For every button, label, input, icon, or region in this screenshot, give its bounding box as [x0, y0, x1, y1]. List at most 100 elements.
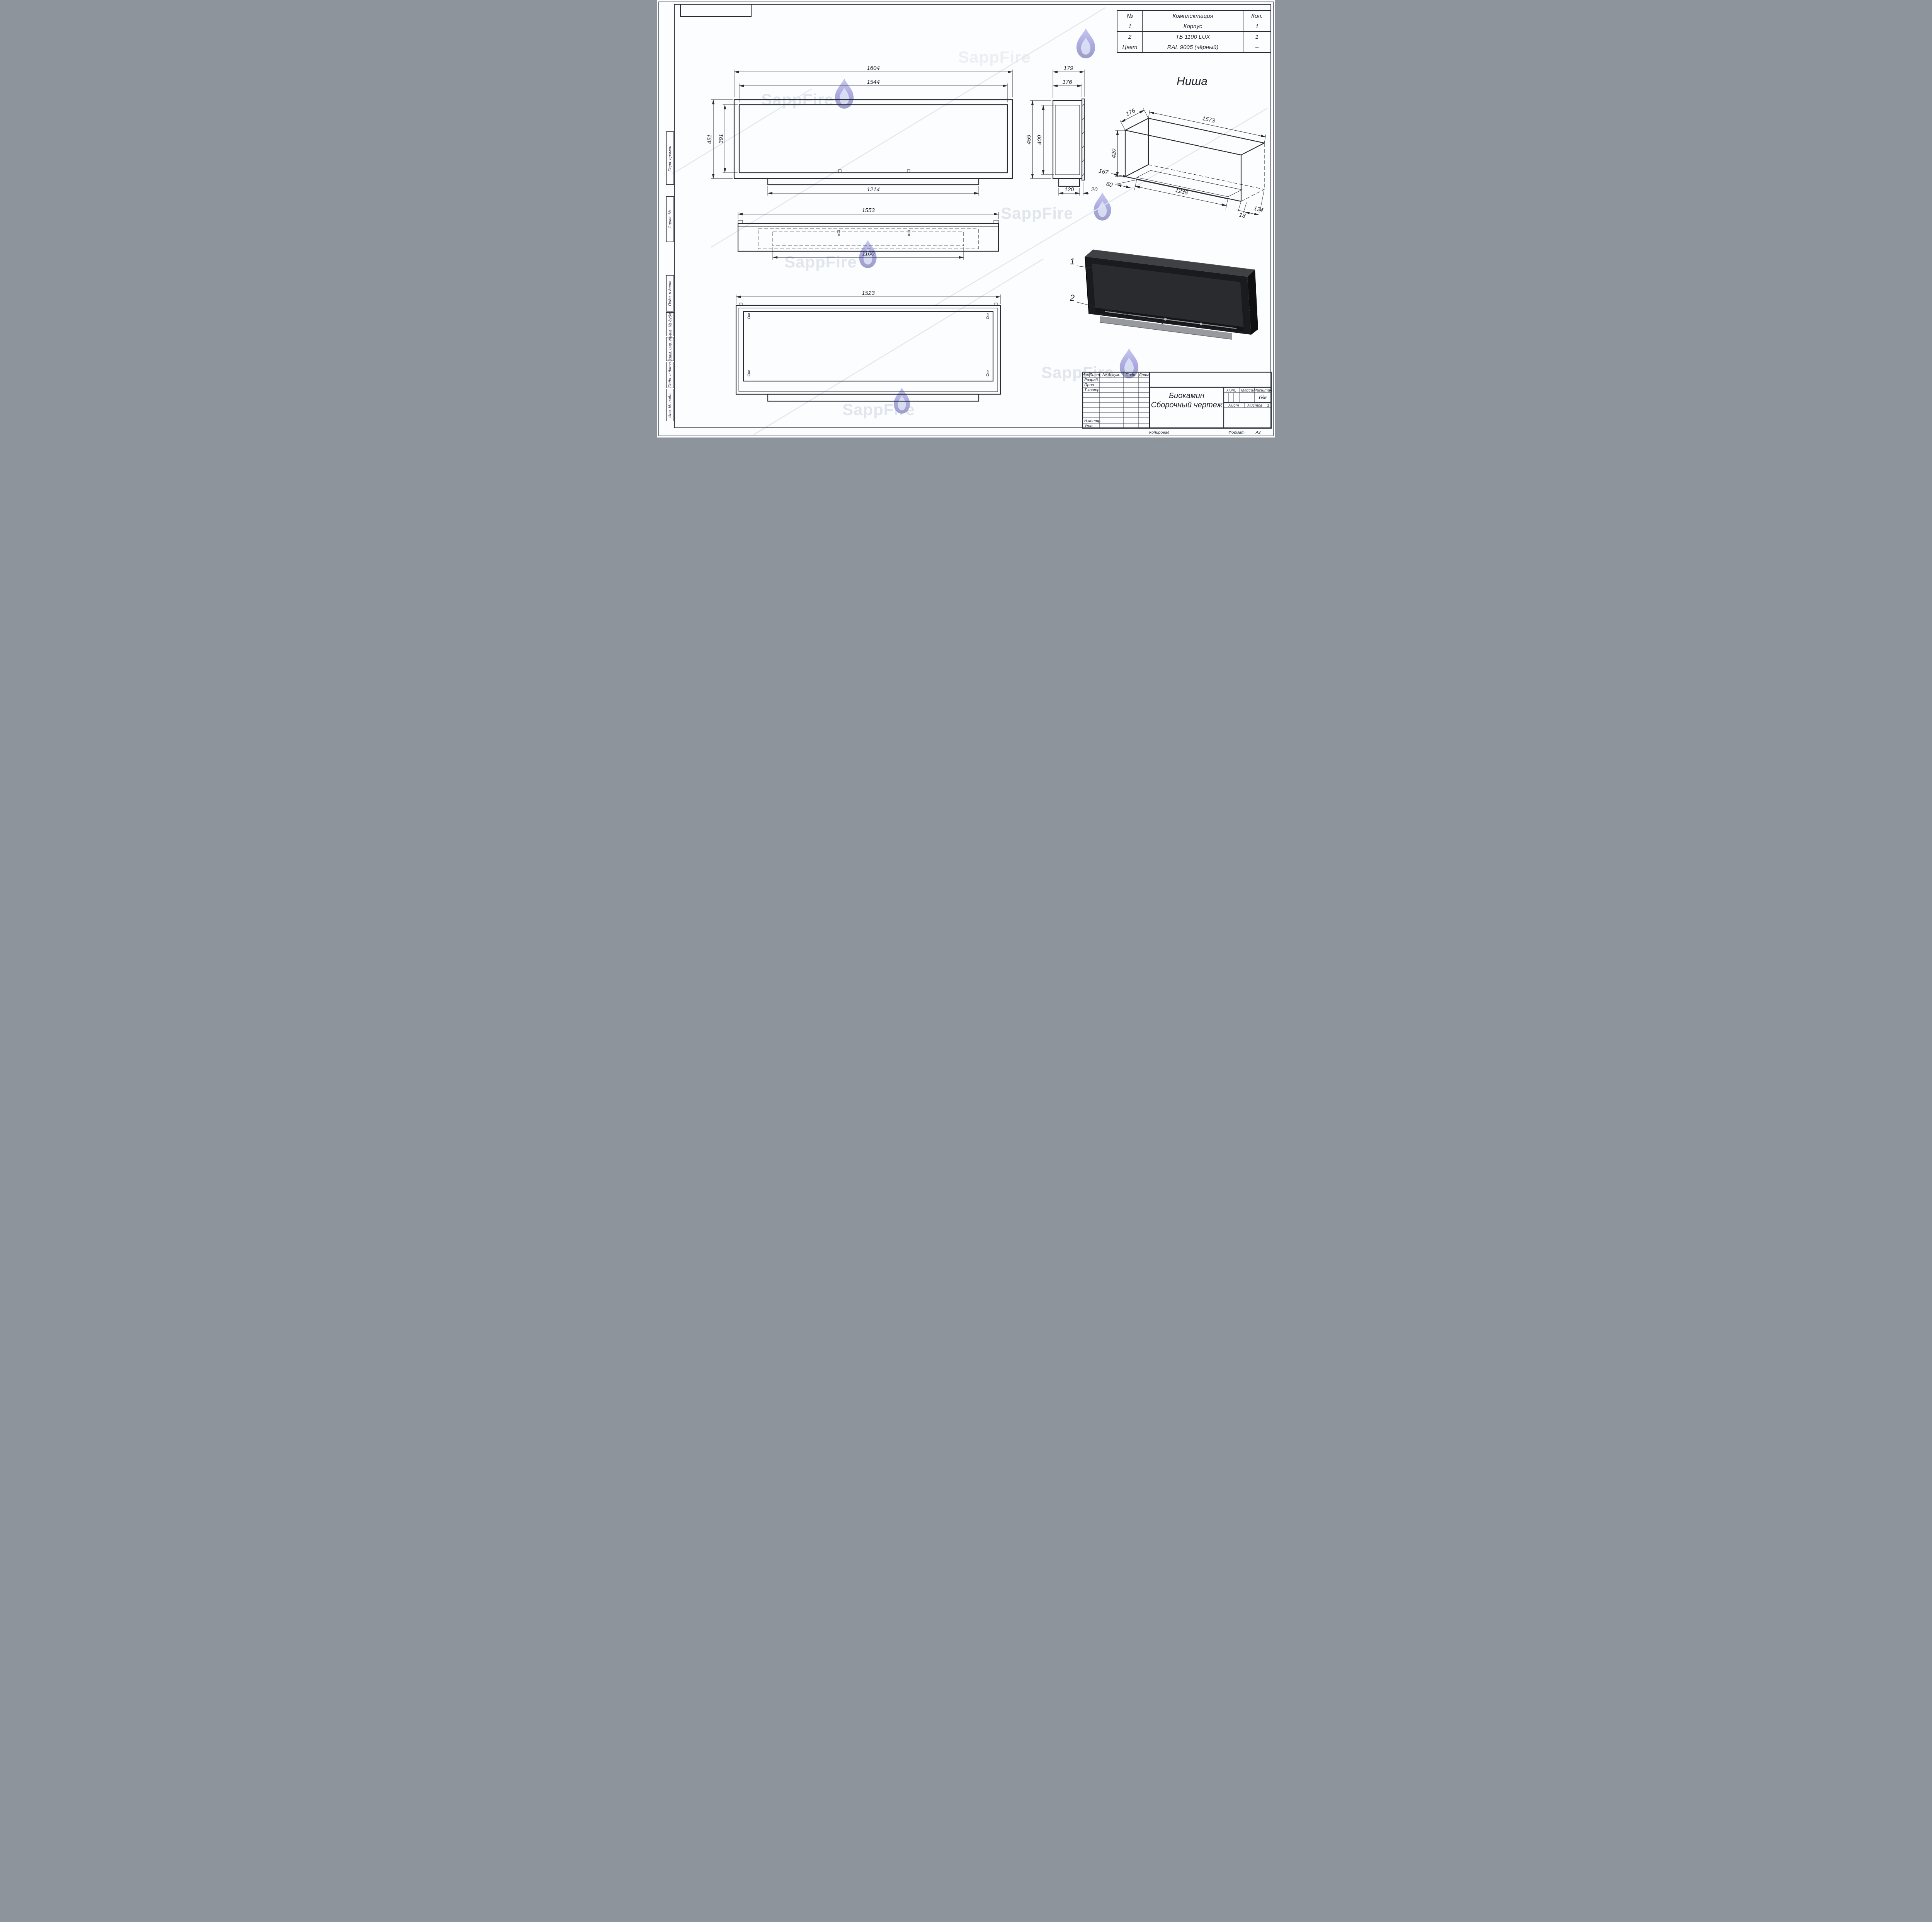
- drawing-canvas: SappFire SappFire SappFire SappFire Sapp…: [672, 7, 1273, 436]
- callout-2: 2: [1070, 293, 1075, 303]
- dim-front-height-inner: 391: [718, 134, 724, 143]
- view-side: 179 176 459 400 120 20: [1026, 65, 1098, 196]
- dim-niche-ledge: 167: [1098, 168, 1109, 176]
- margin-label: Подп. и дата: [668, 281, 673, 306]
- tb-row-prov: Пров.: [1084, 383, 1095, 387]
- parts-cell: 1: [1117, 21, 1143, 32]
- niche-tray: [1136, 170, 1243, 197]
- view-back: 1523: [735, 290, 1001, 402]
- margin-label: Инв. № подл.: [668, 392, 672, 418]
- parts-table: № Комплектация Кол. 1 Корпус 1 2 ТБ 1100…: [1117, 10, 1271, 53]
- side-base: [1058, 178, 1080, 187]
- dim-back-width: 1523: [862, 290, 875, 296]
- margin-label: Инв. № дубл.: [668, 312, 673, 337]
- view-front: 1604 1544 451 391 1214: [706, 65, 1013, 196]
- burner-cap: [1199, 322, 1202, 325]
- back-base: [767, 393, 980, 402]
- keyhole-slot: [747, 313, 989, 376]
- plan-outer-contour: [737, 223, 999, 252]
- dim-front-height-outer: 451: [706, 134, 713, 144]
- view-plan: 1553 1100: [737, 207, 999, 260]
- callout-1: 1: [1070, 257, 1075, 266]
- tb-row-razrab: Разраб.: [1084, 378, 1099, 382]
- tb-col-izm: Изм.: [1082, 373, 1090, 377]
- tb-mass-label: Масса: [1241, 388, 1253, 393]
- tb-sheets-label: Листов: [1247, 403, 1263, 408]
- flame-icon: [1076, 28, 1095, 58]
- render-3d: [1085, 249, 1258, 340]
- front-inner-contour: [738, 104, 1008, 174]
- dim-front-width-inner: 1544: [867, 79, 879, 85]
- watermark-text: SappFire: [784, 253, 857, 271]
- parts-cell: RAL 9005 (чёрный): [1142, 42, 1243, 53]
- tb-col-podp: Подп.: [1126, 373, 1136, 377]
- dim-plan-burner-width: 1100: [862, 250, 875, 257]
- tb-lit-label: Лит.: [1226, 388, 1236, 393]
- tb-scale-label: Масштаб: [1253, 388, 1272, 393]
- burner-cap: [1164, 318, 1167, 321]
- front-base: [767, 178, 980, 186]
- watermark-text: SappFire: [958, 48, 1031, 66]
- tb-kopiroval: Копировал: [1149, 430, 1169, 435]
- parts-cell: 1: [1243, 31, 1271, 42]
- niche-top-face: [1124, 117, 1266, 156]
- table-row: 2 ТБ 1100 LUX 1: [1117, 31, 1271, 42]
- margin-box-inv-dubl: Инв. № дубл.: [666, 312, 674, 337]
- tb-col-data: Дата: [1138, 373, 1150, 377]
- dim-side-base-offset: 20: [1091, 186, 1098, 193]
- dim-front-base-width: 1214: [867, 186, 879, 193]
- front-outer-contour: [733, 99, 1013, 179]
- tb-col-list: Лист: [1089, 373, 1100, 377]
- table-row: 1 Корпус 1: [1117, 21, 1271, 32]
- callouts: 1 2: [1070, 257, 1163, 324]
- margin-label: Подп. и дата: [668, 362, 673, 388]
- parts-cell: Цвет: [1117, 42, 1143, 53]
- parts-table-header-row: № Комплектация Кол.: [1117, 10, 1271, 21]
- back-inner-contour: [743, 311, 994, 382]
- parts-header-num: №: [1117, 10, 1143, 21]
- parts-cell: –: [1243, 42, 1271, 53]
- margin-box-inv-podl: Инв. № подл.: [666, 389, 674, 421]
- dim-plan-width: 1553: [862, 207, 875, 214]
- tb-sheets-value: 1: [1267, 403, 1269, 408]
- corner-designation-box: [680, 4, 752, 17]
- watermarks: SappFire SappFire SappFire SappFire Sapp…: [761, 28, 1139, 419]
- tb-row-utv: Утв.: [1084, 424, 1094, 428]
- fireplace-top-face: [1085, 250, 1255, 277]
- margin-box-sprav-no: Справ. №: [666, 196, 674, 242]
- tb-col-dokum: № докум.: [1102, 373, 1120, 377]
- doc-title-line1: Биокамин: [1169, 392, 1204, 400]
- margin-box-vzam-inv: Взам. инв. №: [666, 337, 674, 361]
- watermark-text: SappFire: [1001, 204, 1073, 222]
- tb-row-tkontr: Т.контр.: [1084, 388, 1100, 392]
- title-block: Изм. Лист № докум. Подп. Дата Разраб. Пр…: [1082, 371, 1273, 435]
- margin-label: Перв. примен.: [668, 145, 673, 172]
- flame-icon: [835, 78, 854, 109]
- tb-sheet-label: Лист: [1228, 403, 1239, 408]
- dim-niche-width: 1573: [1202, 115, 1216, 124]
- parts-cell: 2: [1117, 31, 1143, 42]
- table-row: Цвет RAL 9005 (чёрный) –: [1117, 42, 1271, 53]
- dim-niche-60: 60: [1105, 181, 1113, 189]
- tb-row-nkontr: Н.контр.: [1084, 419, 1101, 423]
- dim-niche-tray-width: 1238: [1175, 187, 1189, 196]
- scan-lines: [672, 7, 1268, 436]
- margin-label: Взам. инв. №: [668, 336, 673, 362]
- side-body: [1052, 100, 1083, 179]
- dim-side-height-outer: 459: [1026, 134, 1032, 145]
- parts-cell: 1: [1243, 21, 1271, 32]
- margin-box-podp-data-2: Подп. и дата: [666, 362, 674, 388]
- dim-side-base-depth: 120: [1064, 186, 1074, 193]
- dim-niche-134: 134: [1253, 205, 1264, 214]
- margin-box-perv-primen: Перв. примен.: [666, 131, 674, 185]
- doc-title-line2: Сборочный чертеж: [1151, 401, 1223, 409]
- drawing-sheet: SappFire SappFire SappFire SappFire Sapp…: [657, 0, 1275, 438]
- dim-niche-depth: 176: [1125, 107, 1137, 117]
- dim-niche-height: 420: [1111, 148, 1117, 158]
- tb-format-value: А2: [1255, 430, 1261, 435]
- parts-header-qty: Кол.: [1243, 10, 1271, 21]
- dim-front-width-outer: 1604: [867, 65, 879, 72]
- dim-niche-13: 13: [1238, 212, 1246, 220]
- fireplace-base: [1100, 316, 1232, 339]
- niche-view-title: Ниша: [1177, 75, 1208, 88]
